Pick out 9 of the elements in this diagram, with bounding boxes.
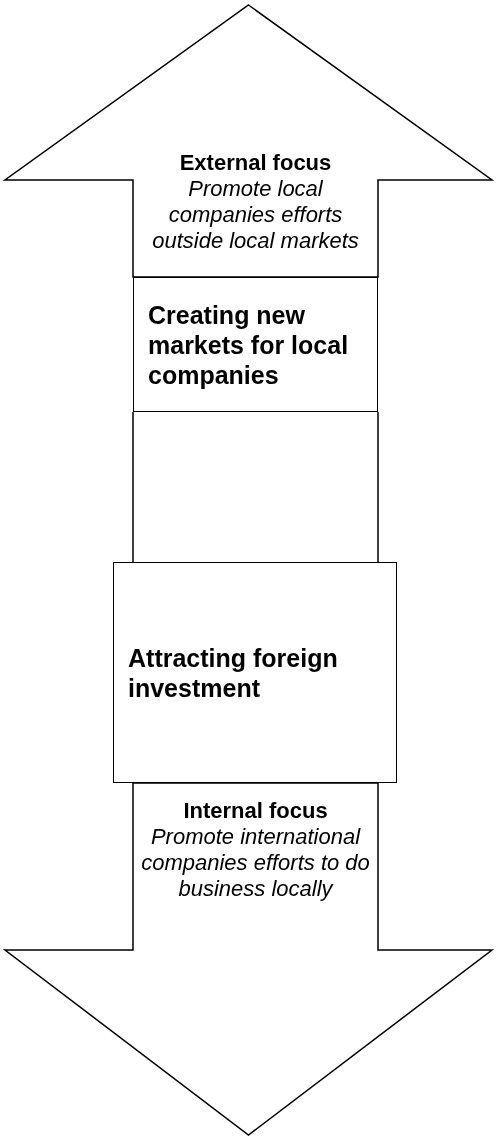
arrow-head-shape	[5, 5, 492, 277]
arrow-shaft	[132, 411, 379, 563]
arrow-head-shape	[5, 783, 492, 1135]
process-box: Creating new markets for local companies	[133, 277, 378, 412]
node-description: Promote local companies efforts outside local markets	[151, 176, 360, 254]
node-description: Promote international companies efforts to do business locally	[140, 824, 371, 902]
process-box: Attracting foreign investment	[113, 562, 397, 783]
node-heading: Internal focus	[182, 798, 329, 824]
node-heading: External focus	[178, 150, 333, 176]
